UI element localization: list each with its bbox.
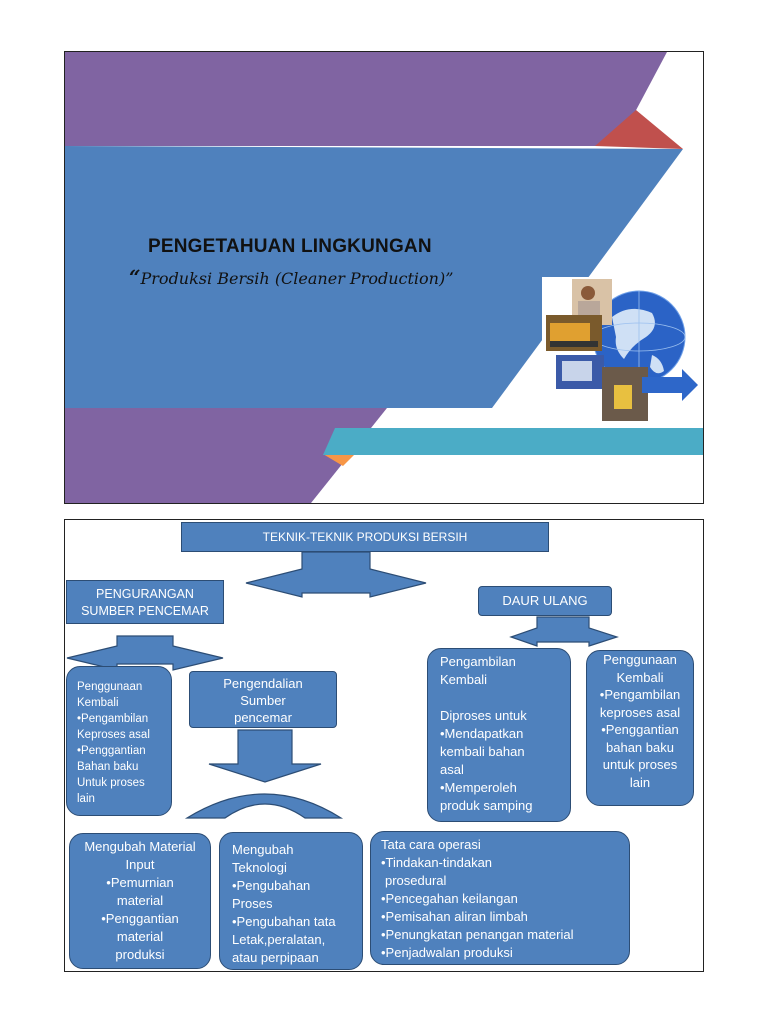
subtitle-open-quote: “ [129, 265, 141, 289]
box-line: •Penggantian [77, 745, 146, 757]
box-line: •Pemurnian [106, 875, 174, 890]
daur-ulang-box: DAUR ULANG [478, 586, 612, 616]
top-double-arrow [245, 551, 427, 598]
red-triangle [595, 110, 683, 149]
box-line: lain [77, 793, 95, 805]
box-line: produksi [115, 947, 165, 962]
box-line: Penggunaan [77, 681, 143, 693]
box-line: keproses asal [599, 704, 681, 720]
box-line: prosedural [385, 873, 447, 888]
presentation-title: PENGETAHUAN LINGKUNGAN [148, 236, 432, 257]
box-line: Untuk proses [77, 777, 145, 789]
box-line: •Pengubahan tata [232, 914, 336, 929]
penggunaan-kembali-left-box: Penggunaan Kembali •Pengambilan Keproses… [66, 666, 172, 816]
box-line: Penggunaan [603, 652, 677, 667]
pengurangan-box: PENGURANGAN SUMBER PENCEMAR [66, 580, 224, 624]
box-line: Diproses untuk [440, 708, 527, 723]
box-line: •Penungkatan penangan material [381, 927, 574, 942]
right-double-arrow [509, 616, 619, 647]
penggunaan-kembali-right-box: Penggunaan Kembali •Pengambilan keproses… [586, 650, 694, 806]
box-line: Kembali [616, 669, 664, 685]
box-line: •Penggantian [101, 911, 179, 926]
down-arrow [208, 729, 322, 783]
box-line: •Pengambilan [77, 713, 149, 725]
box-line: Input [125, 857, 155, 872]
box-line: Kembali [440, 672, 487, 687]
box-line: Bahan baku [77, 761, 139, 773]
curved-arch-connector [184, 793, 344, 819]
pengendalian-box: Pengendalian Sumber pencemar [189, 671, 337, 728]
header-box: TEKNIK-TEKNIK PRODUKSI BERSIH [181, 522, 549, 552]
box-line: lain [629, 774, 651, 790]
mengubah-material-box: Mengubah Material Input •Pemurnian mater… [69, 833, 211, 969]
box-line: •Penggantian [601, 722, 679, 737]
box-line: •Tindakan-tindakan [381, 855, 493, 870]
box-line: •Pemisahan aliran limbah [381, 909, 528, 924]
box-line: Letak,peralatan, [232, 932, 326, 947]
box-line: bahan baku [606, 739, 674, 755]
techniques-slide: TEKNIK-TEKNIK PRODUKSI BERSIH PENGURANGA… [64, 519, 704, 972]
box-line: material [116, 929, 164, 944]
box-line: Keproses asal [77, 729, 150, 741]
slide2-connector-arrows [66, 551, 619, 819]
orange-accent [323, 454, 355, 466]
box-line: Tata cara operasi [381, 837, 481, 852]
teal-stripe [323, 428, 703, 455]
box-line: Sumber [240, 693, 286, 708]
blue-main-band [65, 146, 683, 408]
box-line: Kembali [77, 697, 119, 709]
box-line: •Pengambilan [599, 687, 681, 702]
box-line: material [116, 893, 164, 908]
globe-transport-collage-image [542, 277, 702, 427]
box-line: produk samping [440, 798, 533, 813]
box-line: Teknologi [232, 860, 287, 875]
box-line: •Pengubahan [232, 878, 311, 893]
left-double-arrow [66, 635, 224, 671]
purple-bottom-band [65, 408, 387, 503]
box-line: untuk proses [602, 757, 678, 772]
box-line: •Penjadwalan produksi [381, 945, 513, 960]
box-line: asal [440, 762, 464, 777]
box-line: Pengambilan [440, 654, 516, 669]
box-line: Mengubah [232, 842, 294, 857]
purple-top-band [65, 52, 667, 146]
pengambilan-kembali-box: Pengambilan Kembali Diproses untuk •Mend… [427, 648, 571, 822]
daur-ulang-text: DAUR ULANG [502, 593, 588, 608]
box-line: atau perpipaan [232, 950, 319, 965]
box-line: •Mendapatkan [440, 726, 524, 741]
arrow-right-icon [642, 369, 698, 401]
subtitle-text: Produksi Bersih (Cleaner Production)” [140, 269, 454, 288]
box-line: •Pencegahan keilangan [381, 891, 518, 906]
box-line: •Memperoleh [440, 780, 517, 795]
mengubah-teknologi-box: Mengubah Teknologi •Pengubahan Proses •P… [219, 832, 363, 970]
box-line: Proses [232, 896, 273, 911]
presentation-subtitle: “Produksi Bersih (Cleaner Production)” [129, 265, 453, 289]
tata-cara-operasi-box: Tata cara operasi •Tindakan-tindakan pro… [370, 831, 630, 965]
box-line: Pengendalian [223, 676, 303, 691]
slide1-background-shapes [65, 52, 703, 503]
title-slide: PENGETAHUAN LINGKUNGAN “Produksi Bersih … [64, 51, 704, 504]
box-line [440, 689, 570, 707]
header-text: TEKNIK-TEKNIK PRODUKSI BERSIH [262, 530, 468, 544]
pengurangan-line: PENGURANGAN [96, 587, 194, 601]
pengurangan-line: SUMBER PENCEMAR [81, 604, 209, 618]
box-line: kembali bahan [440, 744, 525, 759]
box-line: Mengubah Material [84, 839, 196, 854]
box-line: pencemar [234, 710, 292, 725]
